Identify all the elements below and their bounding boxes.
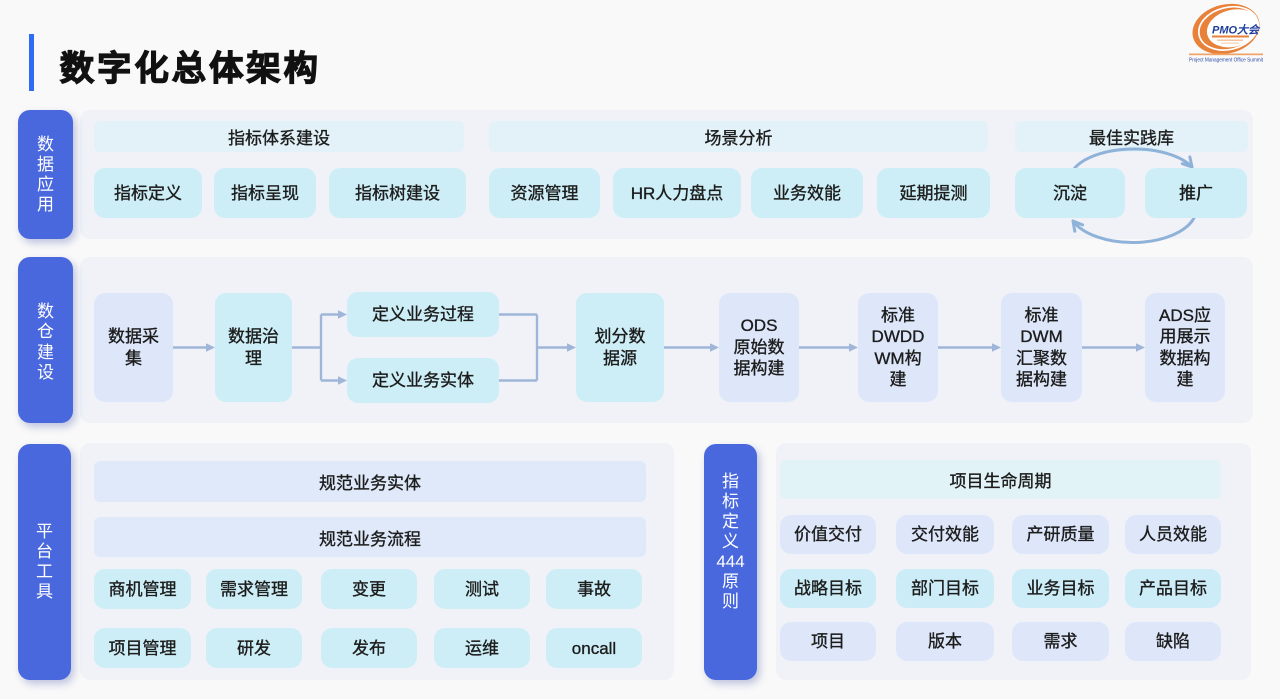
svg-text:PMO大会: PMO大会 — [1212, 24, 1261, 37]
svg-text:Project Management Office Summ: Project Management Office Summit — [1189, 58, 1263, 64]
